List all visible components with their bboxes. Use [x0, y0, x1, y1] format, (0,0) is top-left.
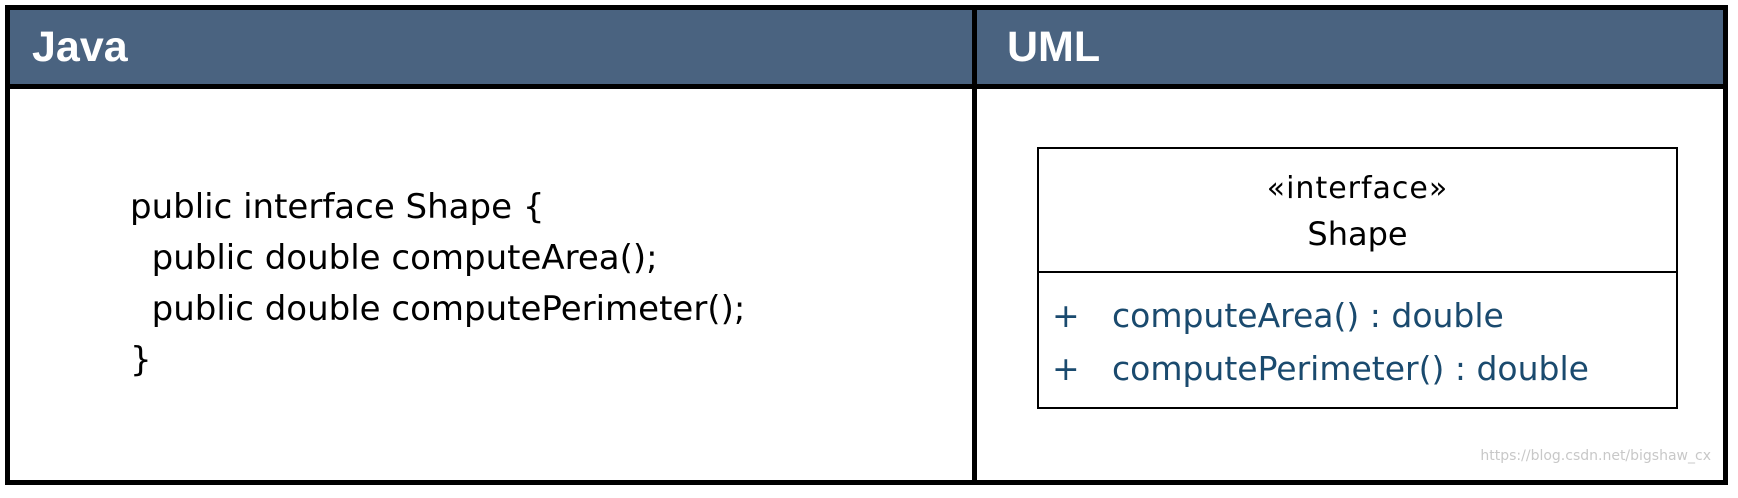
uml-column-header: UML: [977, 10, 1723, 89]
comparison-table: Java UML public interface Shape { public…: [5, 5, 1728, 485]
code-line: public double computePerimeter();: [130, 289, 746, 329]
visibility-marker: +: [1052, 296, 1080, 335]
visibility-marker: +: [1052, 349, 1080, 388]
column-divider: [972, 10, 977, 480]
uml-operation: + computePerimeter() : double: [1039, 342, 1676, 395]
uml-class-name: Shape: [1307, 215, 1408, 253]
java-code-block: public interface Shape { public double c…: [130, 182, 745, 386]
code-line: public double computeArea();: [130, 238, 658, 278]
code-line: public interface Shape {: [130, 187, 545, 227]
operation-signature: computeArea() : double: [1112, 296, 1504, 335]
uml-class-header: «interface» Shape: [1039, 149, 1676, 273]
uml-class-box: «interface» Shape + computeArea() : doub…: [1037, 147, 1678, 409]
uml-operations: + computeArea() : double + computePerime…: [1039, 273, 1676, 395]
java-column-header: Java: [10, 10, 972, 89]
uml-stereotype: «interface»: [1266, 171, 1449, 206]
code-line: }: [130, 340, 152, 380]
watermark: https://blog.csdn.net/bigshaw_cx: [1480, 448, 1711, 464]
uml-operation: + computeArea() : double: [1039, 289, 1676, 342]
operation-signature: computePerimeter() : double: [1112, 349, 1589, 388]
